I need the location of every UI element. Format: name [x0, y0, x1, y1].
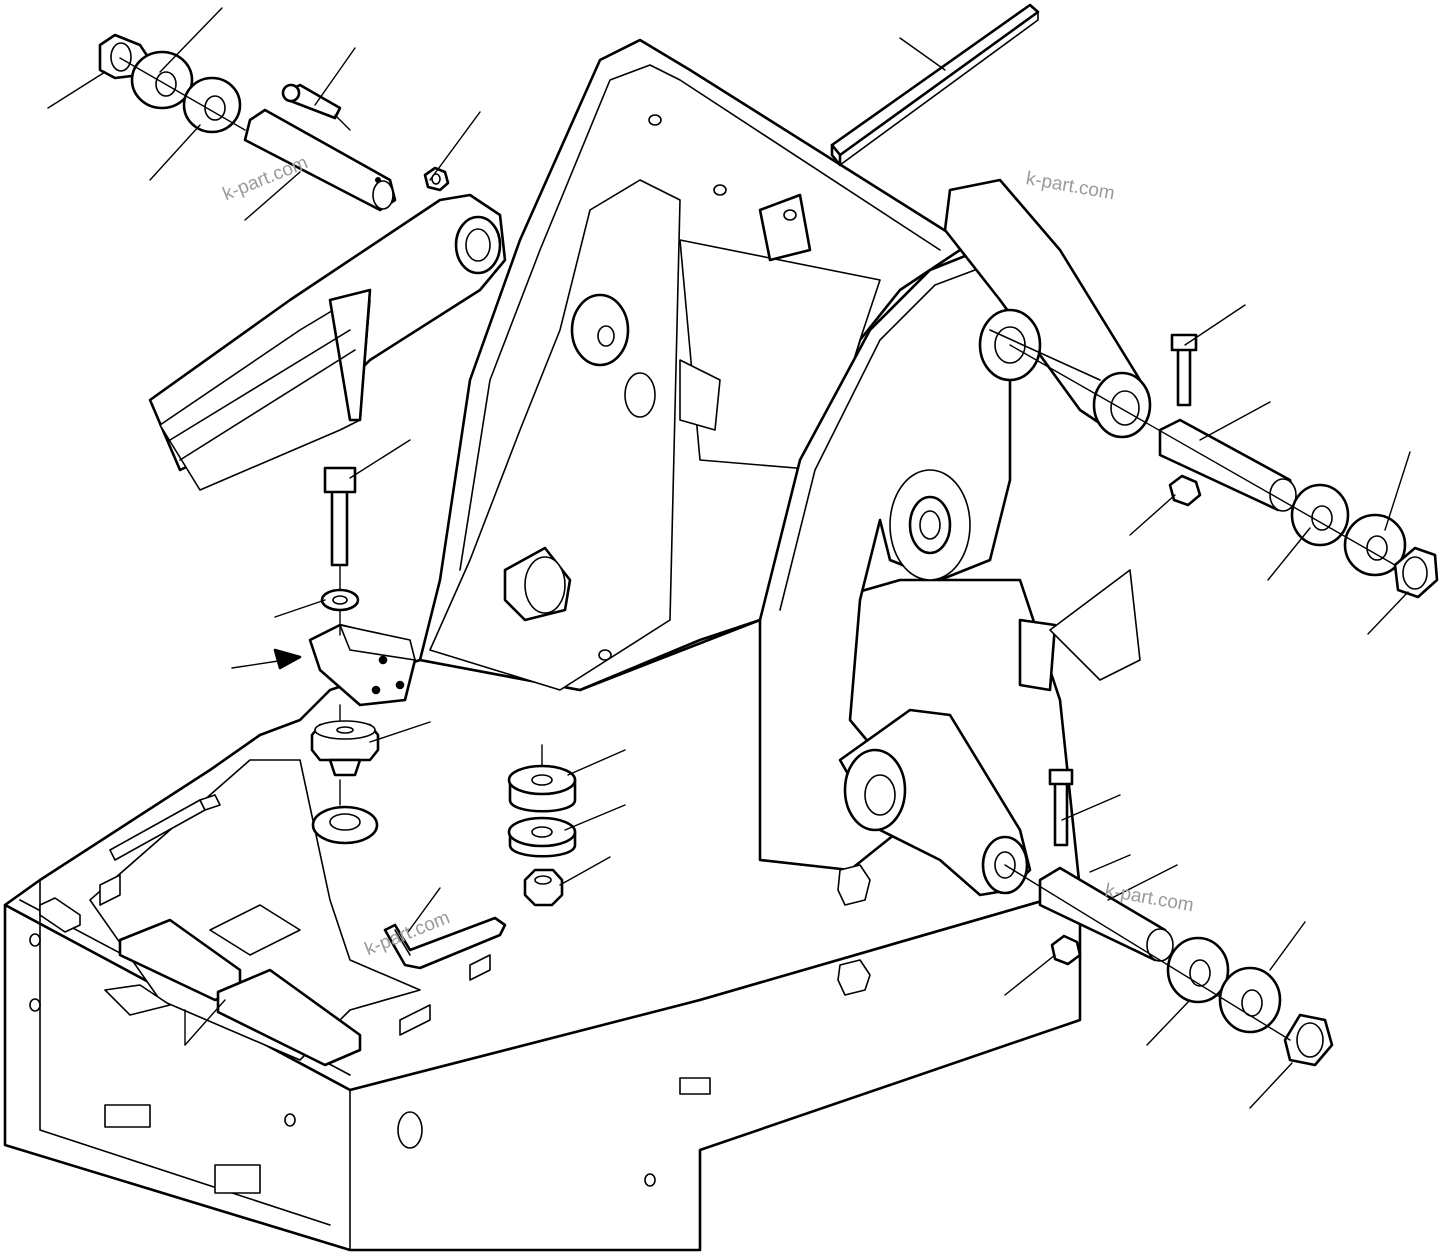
right-lower-pin-assembly — [1004, 768, 1334, 1067]
small-blocks — [39, 794, 871, 1036]
square-bar — [830, 3, 1040, 167]
center-tower — [418, 38, 962, 692]
direction-arrow — [231, 648, 302, 670]
bent-key — [383, 916, 507, 970]
floor-pads — [118, 918, 362, 1067]
top-left-pin-assembly — [98, 33, 450, 212]
left-mount-stack — [308, 466, 417, 845]
callout-leaders — [47, 7, 1411, 1109]
right-upper-pin-assembly — [1009, 333, 1439, 599]
boom-arm-left — [148, 193, 507, 491]
center-mount-stack — [507, 744, 577, 907]
hydraulic-cylinder-lower — [838, 708, 1032, 897]
frame-inner-well — [89, 759, 421, 1061]
